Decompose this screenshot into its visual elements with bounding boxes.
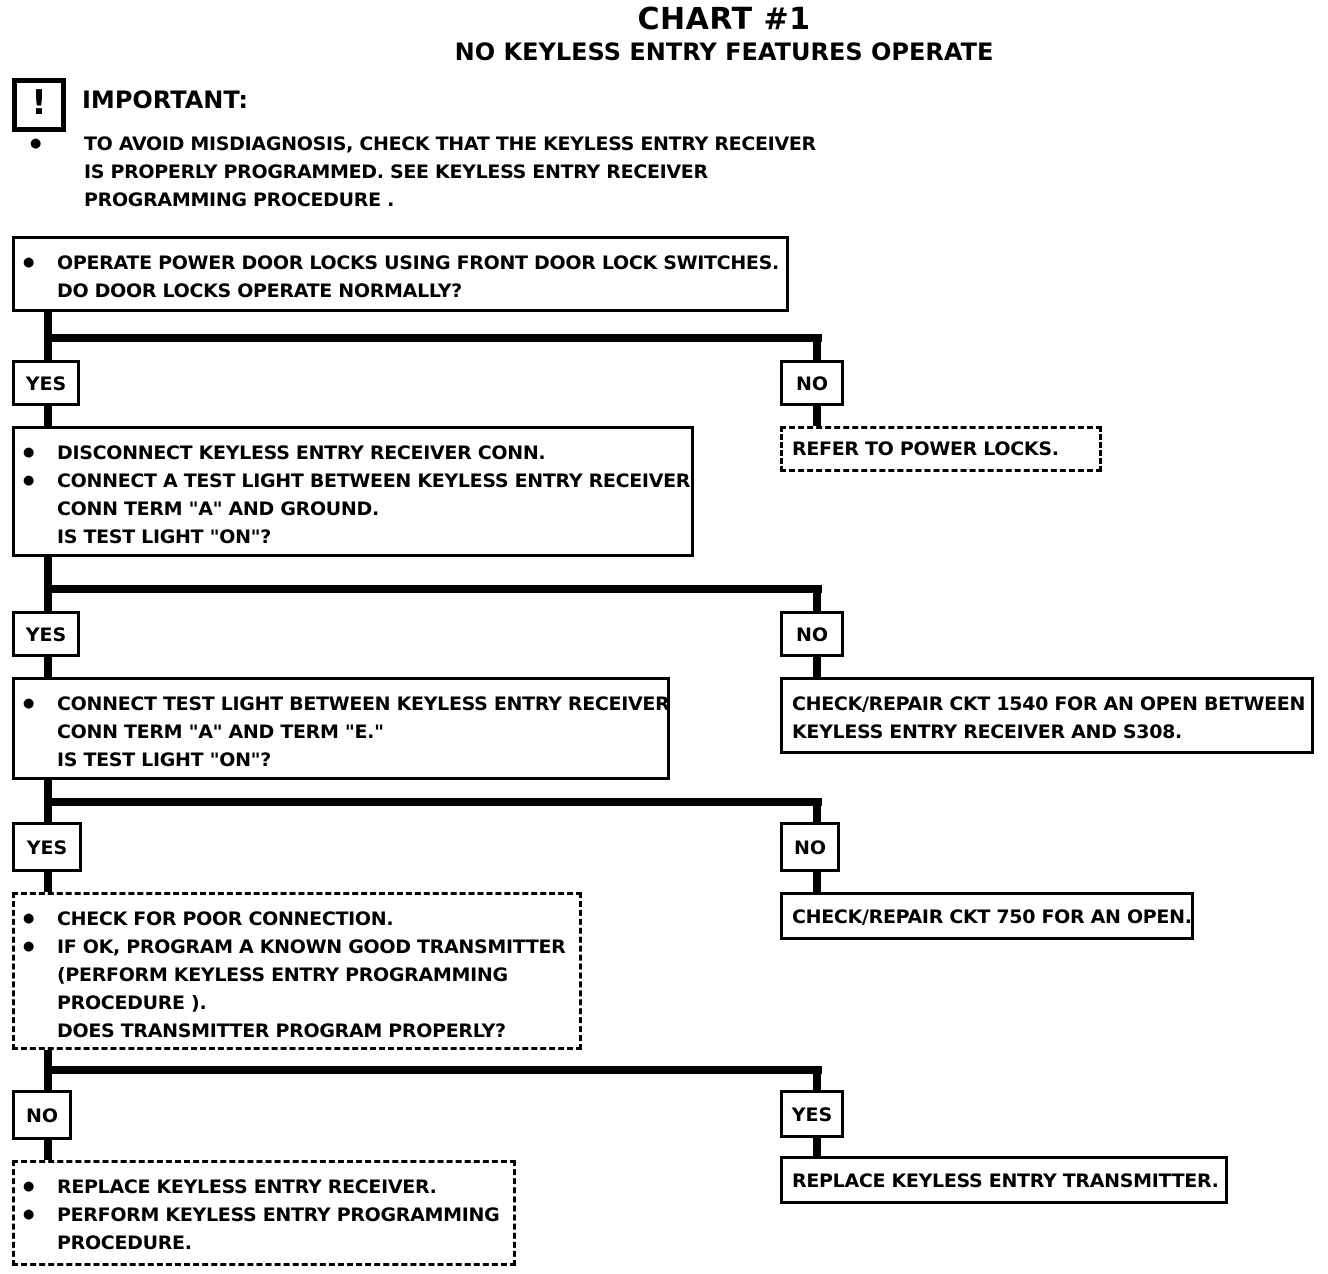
connector-line [813,334,821,362]
yes-label: YES [12,360,80,406]
important-note: TO AVOID MISDIAGNOSIS, CHECK THAT THE KE… [22,130,816,214]
connector-line [44,655,52,679]
step-test-light-term-e: CONNECT TEST LIGHT BETWEEN KEYLESS ENTRY… [12,677,670,780]
connector-line [44,334,822,342]
connector-line [813,870,821,894]
step-operate-door-locks: OPERATE POWER DOOR LOCKS USING FRONT DOO… [12,236,789,312]
connector-line [44,585,822,593]
connector-line [813,798,821,824]
chart-subtitle: NO KEYLESS ENTRY FEATURES OPERATE [454,38,994,66]
result-replace-receiver: REPLACE KEYLESS ENTRY RECEIVER. PERFORM … [12,1160,516,1266]
result-refer-power-locks: REFER TO POWER LOCKS. [780,426,1102,472]
result-check-ckt-750: CHECK/REPAIR CKT 750 FOR AN OPEN. [780,892,1194,940]
chart-title: CHART #1 [637,2,811,37]
yes-label: YES [12,822,82,872]
connector-line [44,870,52,894]
step-disconnect-receiver: DISCONNECT KEYLESS ENTRY RECEIVER CONN. … [12,426,694,557]
yes-label: YES [12,611,80,657]
step-program-transmitter: CHECK FOR POOR CONNECTION. IF OK, PROGRA… [12,892,582,1050]
no-label: NO [780,360,844,406]
connector-line [44,404,52,428]
connector-line [44,555,52,613]
exclamation-icon: ! [12,78,66,132]
no-label: NO [12,1090,72,1140]
yes-label: YES [780,1090,844,1138]
connector-line [813,585,821,613]
connector-line [44,1066,822,1074]
connector-line [813,1066,821,1092]
connector-line [44,1136,52,1162]
connector-line [813,655,821,679]
no-label: NO [780,822,840,872]
connector-line [813,1136,821,1158]
connector-line [44,798,822,806]
result-check-ckt-1540: CHECK/REPAIR CKT 1540 FOR AN OPEN BETWEE… [780,677,1314,754]
result-replace-transmitter: REPLACE KEYLESS ENTRY TRANSMITTER. [780,1156,1228,1204]
important-label: IMPORTANT: [82,86,249,114]
connector-line [813,404,821,428]
no-label: NO [780,611,844,657]
